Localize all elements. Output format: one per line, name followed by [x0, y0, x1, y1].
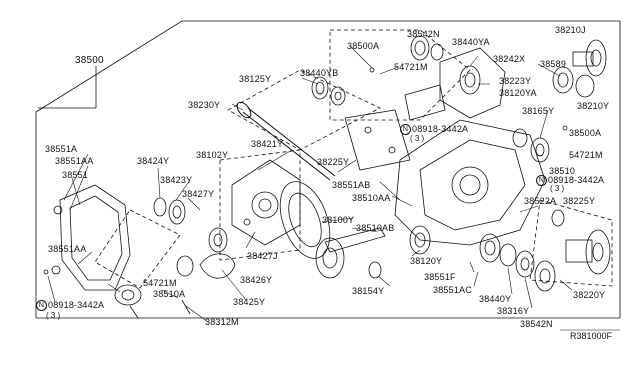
callout-38551AA-top: 38551AA — [55, 156, 94, 166]
callout-08918-left-text: 08918-3442A — [48, 300, 105, 310]
diff-case — [231, 159, 301, 246]
callout-38551F: 38551F — [424, 272, 456, 282]
qty-left: ( 3 ) — [46, 311, 61, 320]
rear-cover — [51, 184, 131, 291]
callout-38316Y: 38316Y — [497, 306, 530, 316]
callout-38210J: 38210J — [555, 25, 586, 35]
callout-38424Y: 38424Y — [137, 156, 170, 166]
n-symbol-right: N — [536, 175, 547, 187]
callout-38589: 38589 — [540, 59, 567, 69]
callout-38551AB: 38551AB — [332, 180, 371, 190]
dashed-group-diff — [219, 149, 301, 261]
dashed-group-right-flange — [529, 199, 613, 287]
callout-38230Y: 38230Y — [188, 100, 221, 110]
drive-pinion — [315, 227, 386, 279]
callout-38426Y: 38426Y — [240, 275, 273, 285]
callout-38551A: 38551A — [45, 144, 78, 154]
callout-38312M: 38312M — [205, 317, 239, 327]
callout-38425Y: 38425Y — [233, 297, 266, 307]
callout-38154Y: 38154Y — [352, 286, 385, 296]
callout-38423Y: 38423Y — [160, 175, 193, 185]
callout-38427Y: 38427Y — [182, 189, 215, 199]
callout-38220Y: 38220Y — [573, 290, 606, 300]
callout-08918-mid-text: 08918-3442A — [412, 124, 469, 134]
diff-housing — [344, 109, 546, 246]
callout-38440Y: 38440Y — [479, 294, 512, 304]
callout-38542N-bottom: 38542N — [520, 319, 553, 329]
dashed-group-left-cover — [94, 209, 181, 289]
callout-38551AA-bottom: 38551AA — [48, 244, 87, 254]
callout-38542N-top: 38542N — [407, 29, 440, 39]
callout-54721M-top: 54721M — [394, 62, 428, 72]
leader-lines — [47, 45, 573, 323]
n-symbol-left: N — [36, 300, 47, 312]
callout-38440YA: 38440YA — [452, 37, 490, 47]
dashed-group-axle-left — [227, 69, 381, 151]
qty-right: ( 3 ) — [550, 184, 565, 193]
callout-38500: 38500 — [75, 55, 104, 66]
callout-38427J: 38427J — [247, 251, 278, 261]
callout-54721M-left: 54721M — [143, 278, 177, 288]
seal-top — [410, 35, 444, 61]
bearing-lower — [409, 225, 501, 263]
side-gears-left — [153, 197, 236, 279]
callout-38120YA: 38120YA — [499, 88, 537, 98]
flange-lower-right — [499, 209, 611, 292]
callout-38510: 38510 — [549, 166, 576, 176]
flange-top-right — [552, 39, 607, 98]
callout-38522A: 38522A — [524, 196, 557, 206]
callout-38500A-top: 38500A — [347, 41, 380, 51]
shim-38154Y — [368, 261, 382, 279]
ring-gear — [279, 181, 331, 259]
callout-38500A-right: 38500A — [569, 128, 602, 138]
diagram-code: R381000F — [570, 331, 613, 341]
callout-38100Y: 38100Y — [322, 215, 355, 225]
callout-38510AA: 38510AA — [352, 193, 391, 203]
callout-38510A: 38510A — [153, 289, 186, 299]
callout-38551AC: 38551AC — [433, 285, 472, 295]
callout-38225Y-right: 38225Y — [563, 196, 596, 206]
callout-38510AB: 38510AB — [356, 223, 395, 233]
callout-38421Y: 38421Y — [251, 139, 284, 149]
qty-mid: ( 3 ) — [410, 134, 425, 143]
callout-54721M-right: 54721M — [569, 150, 603, 160]
mount-bushing — [114, 284, 142, 306]
callout-38440YB: 38440YB — [300, 68, 339, 78]
callout-38125Y: 38125Y — [239, 74, 272, 84]
assembly-outline — [35, 20, 621, 319]
bolts — [43, 67, 568, 319]
callout-38242X: 38242X — [493, 54, 526, 64]
callout-38223Y: 38223Y — [499, 76, 532, 86]
callout-38102Y: 38102Y — [196, 150, 229, 160]
axle-shaft — [236, 101, 336, 181]
bearing-right — [512, 128, 550, 163]
callout-38551: 38551 — [62, 170, 89, 180]
bearing-top-left — [311, 76, 346, 106]
callout-38210Y: 38210Y — [577, 101, 610, 111]
callout-38120Y: 38120Y — [410, 256, 443, 266]
callout-08918-right-text: 08918-3442A — [548, 175, 605, 185]
n-symbol-mid: N — [400, 124, 411, 136]
dashed-group-upper — [329, 29, 471, 121]
callout-38165Y: 38165Y — [522, 106, 555, 116]
callout-38225Y-mid: 38225Y — [317, 157, 350, 167]
